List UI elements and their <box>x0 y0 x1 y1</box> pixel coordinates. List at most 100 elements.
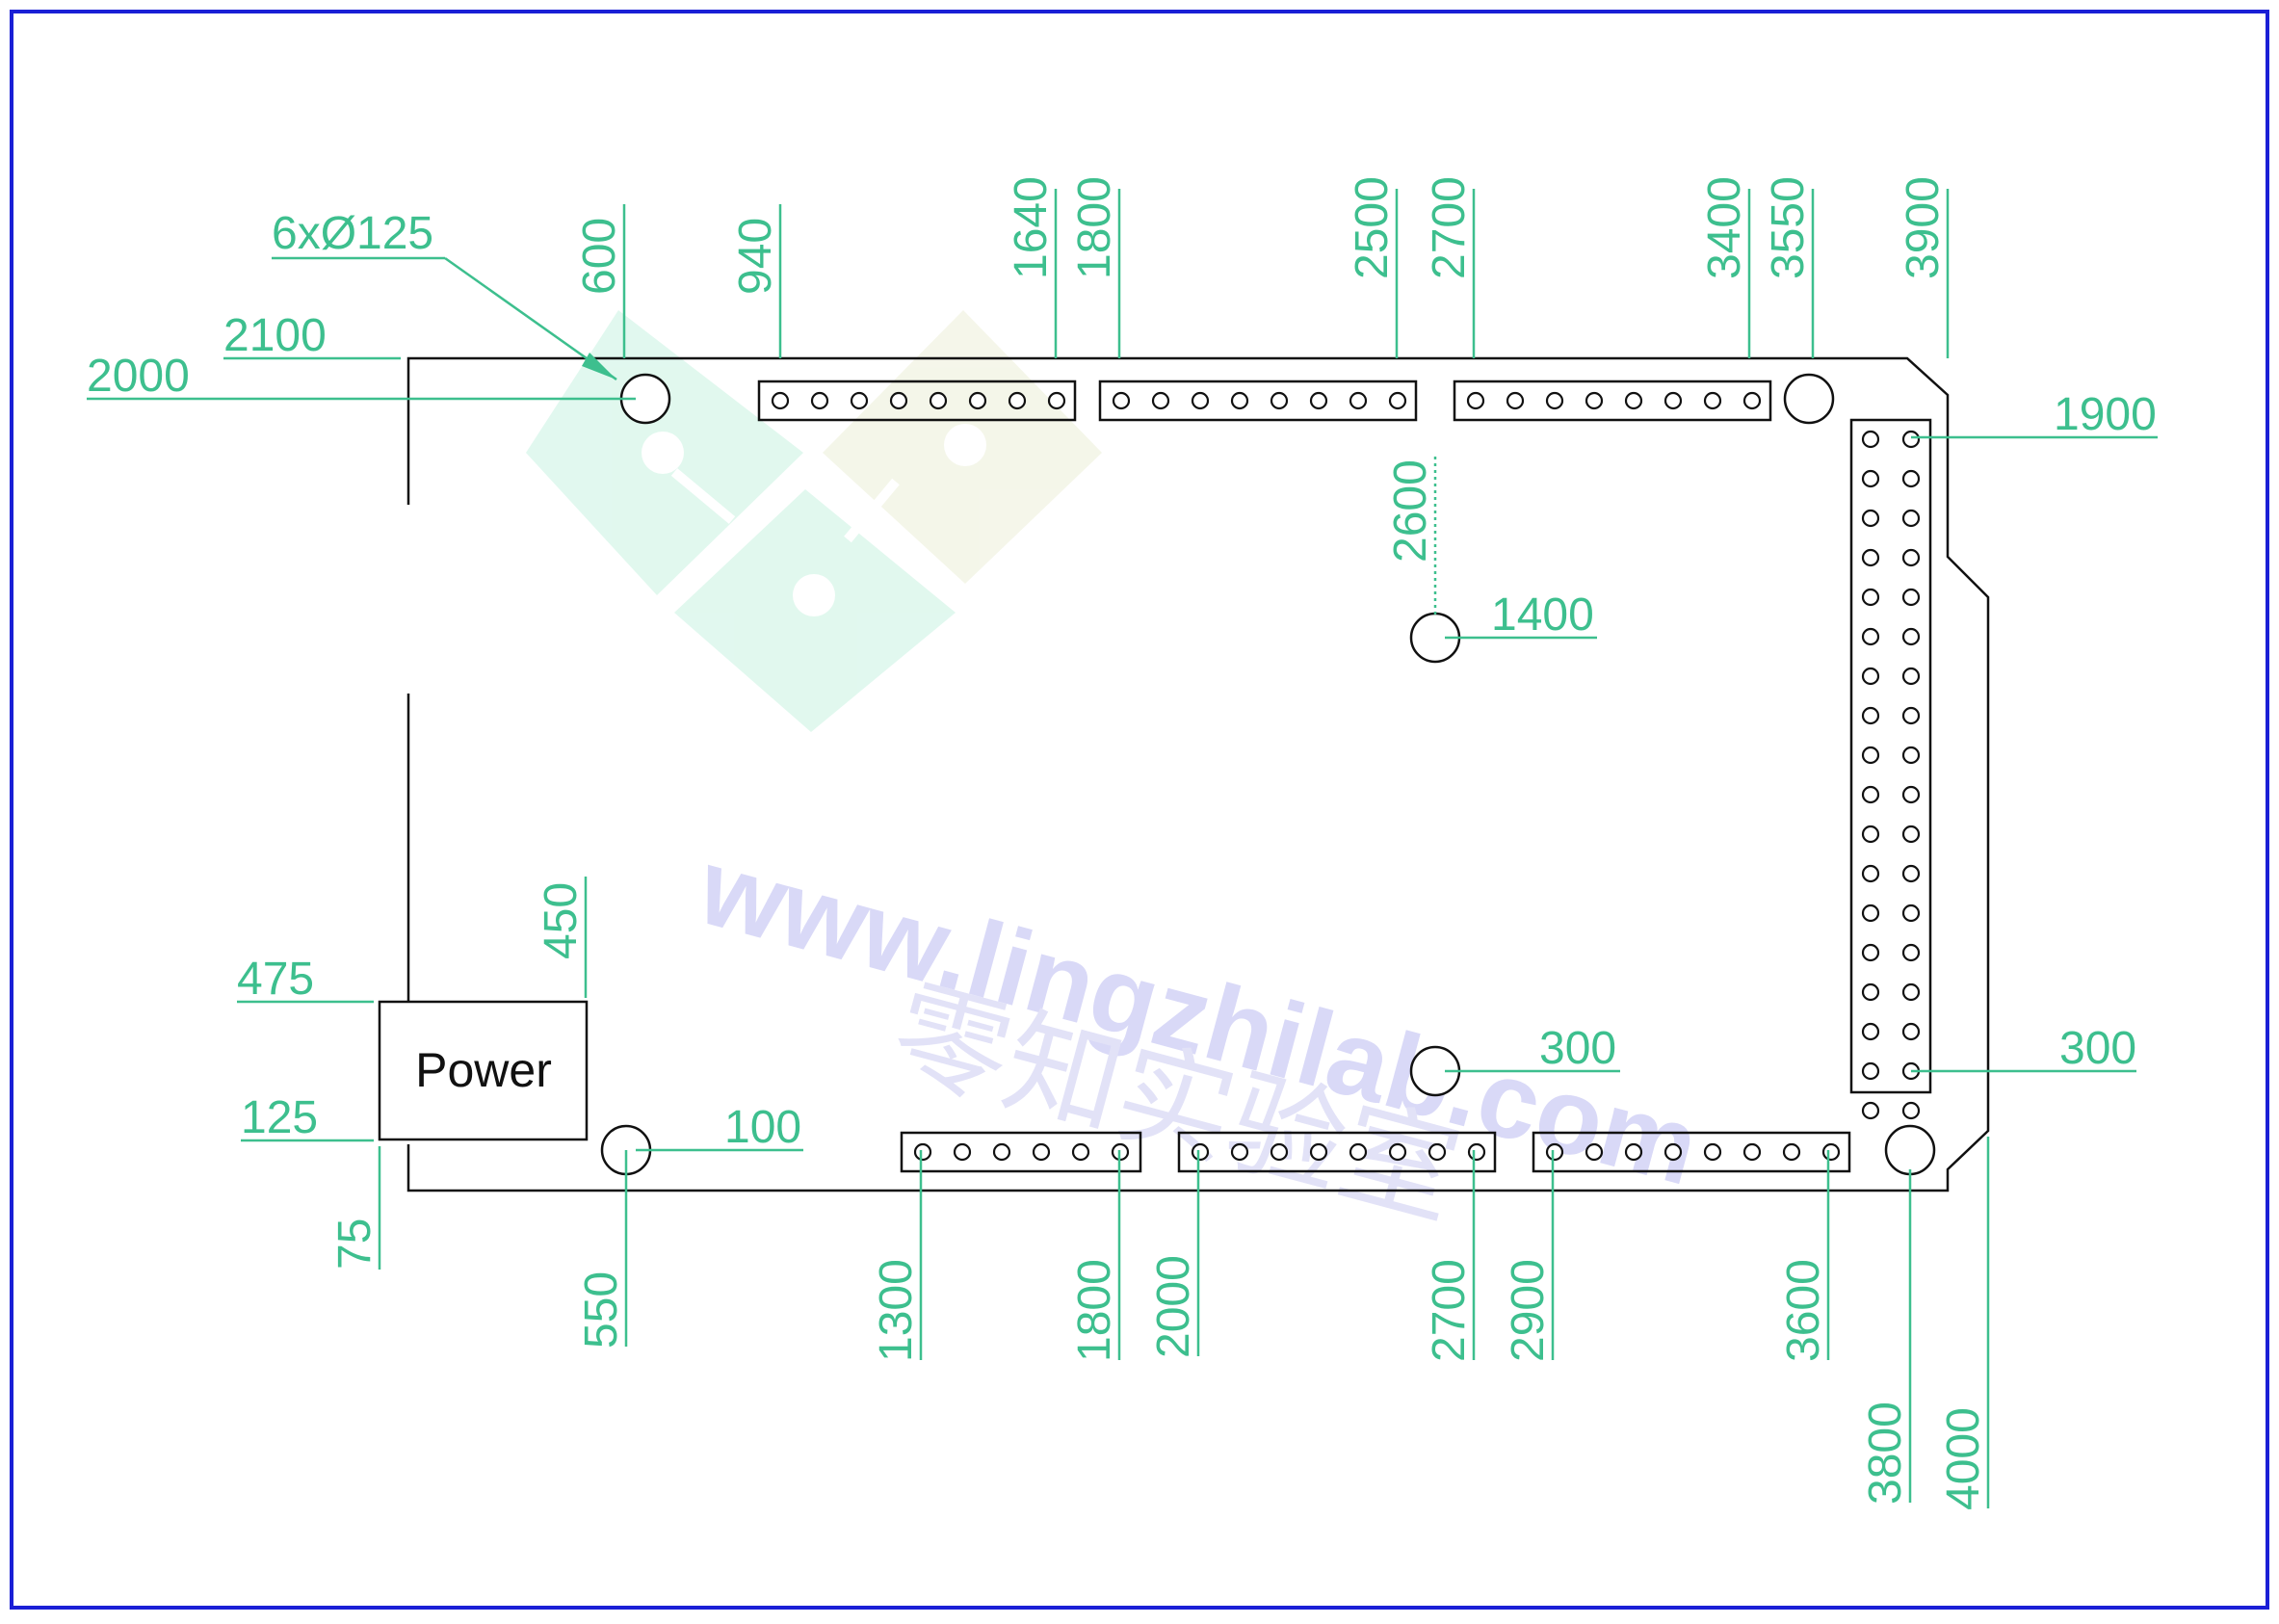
pin <box>1585 1142 1604 1162</box>
header-right-double <box>1849 418 1932 1120</box>
pin <box>1270 1142 1289 1162</box>
pin <box>1428 1142 1447 1162</box>
dim-top-1640: 1640 <box>1006 176 1057 279</box>
pin <box>1742 391 1762 410</box>
pin <box>913 1142 932 1162</box>
inner-dimensions: 2600 1400 300 100 <box>636 457 1620 1153</box>
pin <box>1071 1142 1090 1162</box>
dim-right-1900: 1900 <box>2054 389 2157 440</box>
header-top-2 <box>1098 380 1418 422</box>
dim-top-600: 600 <box>574 218 625 295</box>
watermark-logo <box>526 310 1102 732</box>
pin <box>1861 588 1880 607</box>
sheet-frame <box>10 10 2269 1610</box>
dim-bottom-2000: 2000 <box>1148 1255 1199 1358</box>
pin <box>1901 982 1921 1002</box>
pin <box>1388 1142 1407 1162</box>
pin <box>1861 785 1880 804</box>
header-bottom-3 <box>1532 1131 1851 1173</box>
pin <box>771 391 790 410</box>
pin <box>1901 746 1921 765</box>
dim-left-2000: 2000 <box>87 351 190 402</box>
dim-top-940: 940 <box>730 218 781 295</box>
pin <box>1861 548 1880 567</box>
pin <box>1309 391 1328 410</box>
dim-top-2700: 2700 <box>1424 176 1475 279</box>
pin <box>992 1142 1011 1162</box>
pin <box>1545 1142 1564 1162</box>
pin <box>1047 391 1066 410</box>
pin <box>1191 1142 1210 1162</box>
header-top-3 <box>1453 380 1772 422</box>
pin <box>1861 430 1880 449</box>
power-connector <box>378 1000 589 1141</box>
header-top-1 <box>757 380 1077 422</box>
dim-bottom-3600: 3600 <box>1778 1259 1829 1362</box>
pin <box>1901 825 1921 844</box>
pin <box>1861 1022 1880 1041</box>
pin <box>1230 1142 1249 1162</box>
mounting-hole-top-right <box>1783 373 1835 425</box>
dim-bottom-1300: 1300 <box>871 1259 922 1362</box>
dim-left-75: 75 <box>329 1218 380 1270</box>
pin <box>850 391 869 410</box>
pin <box>1861 825 1880 844</box>
pin <box>1861 943 1880 962</box>
pin <box>1782 1142 1801 1162</box>
pin <box>1191 391 1210 410</box>
pin <box>1309 1142 1328 1162</box>
pin <box>1901 943 1921 962</box>
dim-top-1800: 1800 <box>1069 176 1120 279</box>
pin <box>1861 1101 1880 1120</box>
dim-inner-300: 300 <box>1539 1023 1616 1074</box>
dim-bottom-2700: 2700 <box>1424 1259 1475 1362</box>
pin <box>1901 588 1921 607</box>
pin <box>1742 1142 1762 1162</box>
dim-left-475: 475 <box>237 954 314 1005</box>
pin <box>1663 391 1683 410</box>
pin <box>1624 391 1643 410</box>
pin <box>1901 627 1921 646</box>
dim-right-300: 300 <box>2059 1023 2136 1074</box>
pin <box>1349 391 1368 410</box>
dim-top-3550: 3550 <box>1763 176 1814 279</box>
pin <box>1545 391 1564 410</box>
pin <box>1901 864 1921 883</box>
left-dimensions: 2100 2000 475 125 75 450 <box>87 310 636 1270</box>
pin <box>1663 1142 1683 1162</box>
pin <box>889 391 908 410</box>
dim-bottom-4000: 4000 <box>1938 1407 1989 1510</box>
pin <box>1270 391 1289 410</box>
hole-callout: 6xØ125 <box>272 208 617 381</box>
pin <box>1901 706 1921 725</box>
pin <box>1861 904 1880 923</box>
dim-bottom-550: 550 <box>576 1271 627 1349</box>
dim-bottom-2900: 2900 <box>1503 1259 1554 1362</box>
pin <box>953 1142 972 1162</box>
dim-top-3400: 3400 <box>1699 176 1750 279</box>
pin <box>1624 1142 1643 1162</box>
pin <box>1861 746 1880 765</box>
pin <box>929 391 948 410</box>
pin <box>1230 391 1249 410</box>
board-outline <box>406 356 1990 1192</box>
dim-bottom-3800: 3800 <box>1860 1401 1911 1505</box>
dim-left-125: 125 <box>241 1092 318 1143</box>
dim-inner-1400: 1400 <box>1491 589 1594 641</box>
right-dimensions: 1900 300 <box>1911 389 2158 1074</box>
dim-top-3900: 3900 <box>1898 176 1949 279</box>
pin <box>1467 1142 1486 1162</box>
dim-top-2500: 2500 <box>1347 176 1398 279</box>
pin <box>1861 509 1880 528</box>
pin <box>1466 391 1485 410</box>
pin <box>1861 469 1880 488</box>
dim-left-2100: 2100 <box>223 310 327 361</box>
pin <box>1032 1142 1051 1162</box>
header-bottom-2 <box>1177 1131 1497 1173</box>
mounting-hole-bottom-right <box>1884 1124 1936 1176</box>
pin <box>810 391 829 410</box>
pin <box>1008 391 1027 410</box>
